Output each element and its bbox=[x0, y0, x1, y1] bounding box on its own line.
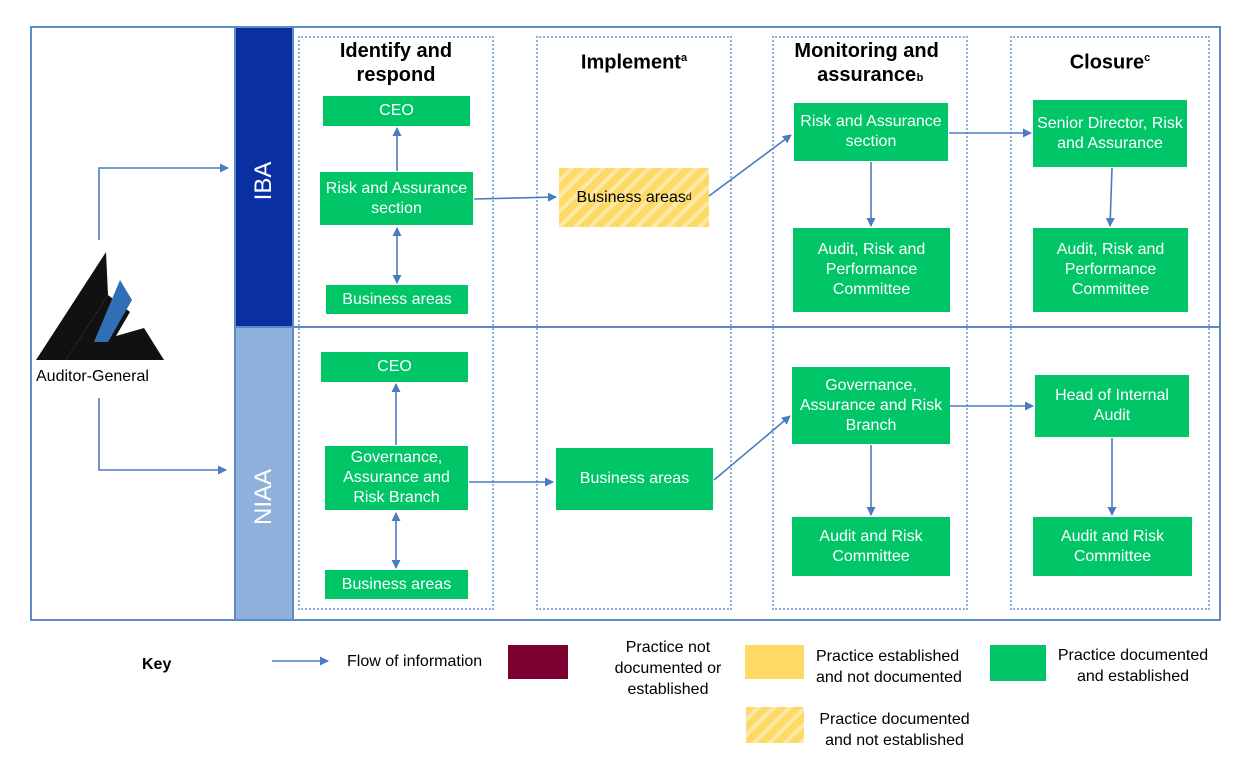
iba-closure-committee-box: Audit, Risk and Performance Committee bbox=[1033, 228, 1188, 312]
key-swatch-established bbox=[745, 645, 804, 679]
iba-ceo-box: CEO bbox=[323, 96, 470, 126]
column-implement-title-text: Implement bbox=[580, 51, 681, 74]
key-est-not-doc-label: Practice established and not documented bbox=[816, 648, 962, 686]
key-swatch-not-documented bbox=[508, 645, 568, 679]
column-identify-title-text: Identify and respond bbox=[339, 40, 453, 86]
iba-implement-business-sup: d bbox=[685, 192, 692, 203]
iba-monitor-risk-section-box: Risk and Assurance section bbox=[794, 103, 948, 161]
iba-risk-section-box: Risk and Assurance section bbox=[320, 172, 473, 225]
key-doc-and-est-label: Practice documented and established bbox=[1057, 647, 1209, 685]
lane-iba-border bbox=[292, 28, 294, 619]
column-monitoring-sup: b bbox=[916, 72, 924, 85]
column-monitoring-title-text: Monitoring and assurance bbox=[794, 40, 939, 86]
arrow-iba-director-to-committee bbox=[1105, 167, 1115, 227]
niaa-ceo-box: CEO bbox=[321, 352, 468, 382]
niaa-business-areas-box: Business areas bbox=[325, 570, 468, 599]
key-swatch-documented-established bbox=[990, 645, 1046, 681]
auditor-panel-divider bbox=[234, 26, 236, 621]
arrow-auditor-to-niaa bbox=[98, 398, 227, 475]
column-identify-title: Identify and respond bbox=[300, 39, 492, 87]
auditor-general-logo-icon bbox=[36, 252, 164, 360]
arrow-auditor-to-iba bbox=[98, 163, 229, 240]
diagram-frame bbox=[30, 26, 1221, 621]
column-closure-title: Closurec bbox=[1012, 46, 1208, 75]
niaa-closure-committee-box: Audit and Risk Committee bbox=[1033, 517, 1192, 576]
niaa-monitor-governance-box: Governance, Assurance and Risk Branch bbox=[792, 367, 950, 444]
key-flow-label: Flow of information bbox=[347, 653, 483, 670]
key-doc-not-est-label: Practice documented and not established bbox=[819, 711, 970, 749]
key-title: Key bbox=[142, 656, 172, 673]
column-implement-title: Implementa bbox=[538, 46, 730, 75]
iba-closure-director-box: Senior Director, Risk and Assurance bbox=[1033, 100, 1187, 167]
column-closure-title-text: Closure bbox=[1069, 51, 1145, 74]
column-closure-sup: c bbox=[1144, 52, 1151, 64]
column-implement bbox=[536, 36, 732, 610]
key-not-doc-not-est-label: Practice not documented or established bbox=[614, 639, 722, 698]
niaa-closure-head-box: Head of Internal Audit bbox=[1035, 375, 1189, 437]
lane-niaa bbox=[236, 328, 292, 619]
lane-divider bbox=[236, 326, 1219, 328]
column-monitoring-title: Monitoring and assuranceb bbox=[774, 39, 966, 87]
iba-implement-business-label: Business areas bbox=[576, 188, 686, 206]
column-monitoring bbox=[772, 36, 968, 610]
arrow-iba-risk-to-implement bbox=[473, 192, 557, 202]
arrow-iba-implement-to-monitor bbox=[708, 134, 792, 197]
iba-monitor-committee-box: Audit, Risk and Performance Committee bbox=[793, 228, 950, 312]
column-implement-sup: a bbox=[680, 52, 688, 64]
niaa-governance-branch-box: Governance, Assurance and Risk Branch bbox=[325, 446, 468, 510]
column-identify bbox=[298, 36, 494, 610]
arrow-niaa-implement-to-monitor bbox=[713, 415, 791, 481]
niaa-monitor-committee-box: Audit and Risk Committee bbox=[792, 517, 950, 576]
key-swatch-documented-not-established bbox=[746, 707, 804, 743]
niaa-implement-business-box: Business areas bbox=[556, 448, 713, 510]
auditor-general-label: Auditor-General bbox=[36, 368, 149, 385]
lane-iba bbox=[236, 28, 292, 326]
iba-business-areas-box: Business areas bbox=[326, 285, 468, 314]
column-closure bbox=[1010, 36, 1210, 610]
